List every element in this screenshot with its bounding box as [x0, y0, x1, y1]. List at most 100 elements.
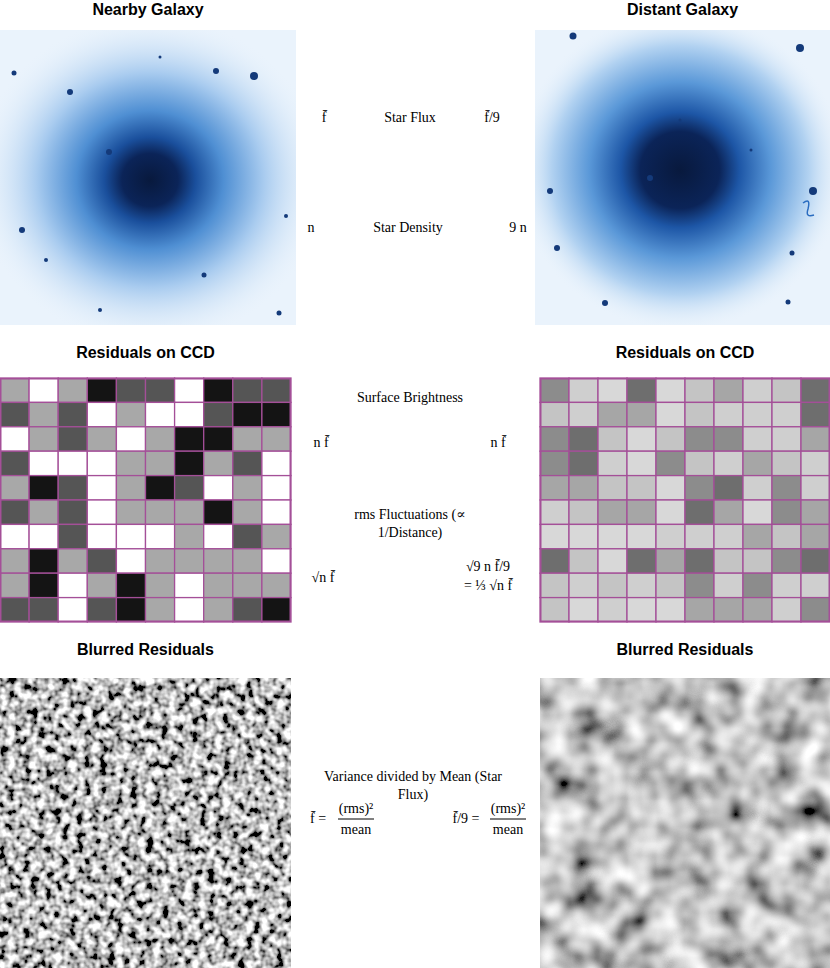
panel-title: Blurred Residuals	[0, 640, 291, 660]
pixel-cell	[262, 524, 291, 548]
pixel-cell	[233, 524, 262, 548]
pixel-cell	[772, 476, 801, 500]
pixel-cell	[116, 598, 145, 622]
pixel-cell	[656, 476, 685, 500]
pixel-cell	[569, 476, 598, 500]
annotation-text: rms Fluctuations (∝ 1/Distance)	[345, 506, 475, 542]
pixel-cell	[0, 451, 29, 475]
pixel-cell	[58, 427, 87, 451]
annotation-text: f̄/9 =	[453, 810, 480, 828]
pixel-cell	[685, 402, 714, 426]
pixel-cell	[0, 476, 29, 500]
pixel-cell	[743, 476, 772, 500]
pixel-cell	[0, 524, 29, 548]
pixel-cell	[146, 549, 175, 573]
grid-border	[541, 379, 830, 622]
pixel-cell	[262, 451, 291, 475]
pixel-cell	[204, 500, 233, 524]
pixel-cell	[569, 524, 598, 548]
pixel-cell	[87, 451, 116, 475]
pixel-cell	[627, 378, 656, 402]
pixel-cell	[743, 573, 772, 597]
pixel-cell	[58, 573, 87, 597]
pixel-cell	[87, 573, 116, 597]
annotation-text: mean	[493, 821, 523, 839]
pixel-cell	[175, 573, 204, 597]
pixel-cell	[772, 378, 801, 402]
pixel-cell	[146, 402, 175, 426]
pixel-cell	[0, 427, 29, 451]
panel-title: Residuals on CCD	[0, 343, 291, 363]
pixel-cell	[116, 500, 145, 524]
pixel-cell	[204, 427, 233, 451]
annotation-text: Star Flux	[384, 109, 436, 127]
pixel-cell	[801, 500, 830, 524]
pixel-cell	[627, 427, 656, 451]
pixel-cell	[204, 524, 233, 548]
pixel-cell	[772, 402, 801, 426]
pixel-cell	[262, 427, 291, 451]
pixel-grid	[0, 378, 291, 622]
pixel-cell	[772, 451, 801, 475]
pixel-cell	[146, 524, 175, 548]
pixel-cell	[29, 427, 58, 451]
pixel-cell	[801, 476, 830, 500]
pixel-cell	[801, 549, 830, 573]
pixel-cell	[58, 402, 87, 426]
pixel-cell	[58, 549, 87, 573]
image-panel: Residuals on CCD	[0, 343, 291, 622]
pixel-cell	[58, 378, 87, 402]
pixel-cell	[801, 451, 830, 475]
fraction-bar	[338, 819, 374, 820]
pixel-cell	[175, 549, 204, 573]
pixel-cell	[714, 402, 743, 426]
pixel-cell	[714, 378, 743, 402]
pixel-cell	[87, 476, 116, 500]
pixel-cell	[772, 524, 801, 548]
pixel-cell	[743, 402, 772, 426]
pixel-cell	[540, 451, 569, 475]
pixel-cell	[801, 402, 830, 426]
pixel-cell	[598, 500, 627, 524]
pixel-cell	[233, 378, 262, 402]
pixel-cell	[772, 427, 801, 451]
pixel-cell	[540, 402, 569, 426]
pixel-cell	[656, 500, 685, 524]
pixel-cell	[656, 524, 685, 548]
pixel-cell	[569, 378, 598, 402]
pixel-cell	[116, 573, 145, 597]
pixel-cell	[685, 378, 714, 402]
pixel-cell	[714, 573, 743, 597]
image-panel: Blurred Residuals	[540, 640, 830, 968]
pixel-cell	[569, 427, 598, 451]
pixel-cell	[146, 378, 175, 402]
pixel-cell	[87, 524, 116, 548]
pixel-cell	[656, 573, 685, 597]
pixel-cell	[233, 573, 262, 597]
pixel-cell	[598, 476, 627, 500]
pixel-cell	[685, 524, 714, 548]
annotation-text: n f̄	[490, 434, 505, 452]
pixel-cell	[262, 598, 291, 622]
pixel-cell	[0, 378, 29, 402]
annotation-text: n	[308, 219, 315, 237]
pixel-cell	[233, 427, 262, 451]
pixel-cell	[627, 573, 656, 597]
pixel-cell	[29, 573, 58, 597]
pixel-cell	[801, 378, 830, 402]
pixel-cell	[262, 402, 291, 426]
pixel-cell	[204, 598, 233, 622]
annotation-text: Variance divided by Mean (Star Flux)	[321, 768, 506, 804]
grid-border	[1, 379, 291, 622]
pixel-cell	[598, 451, 627, 475]
pixel-cell	[685, 451, 714, 475]
pixel-cell	[743, 451, 772, 475]
image-panel: Distant Galaxy	[535, 0, 830, 325]
pixel-cell	[656, 451, 685, 475]
pixel-cell	[714, 451, 743, 475]
panel-title: Blurred Residuals	[540, 640, 830, 660]
pixel-cell	[116, 378, 145, 402]
pixel-cell	[233, 598, 262, 622]
pixel-cell	[540, 476, 569, 500]
pixel-cell	[569, 549, 598, 573]
